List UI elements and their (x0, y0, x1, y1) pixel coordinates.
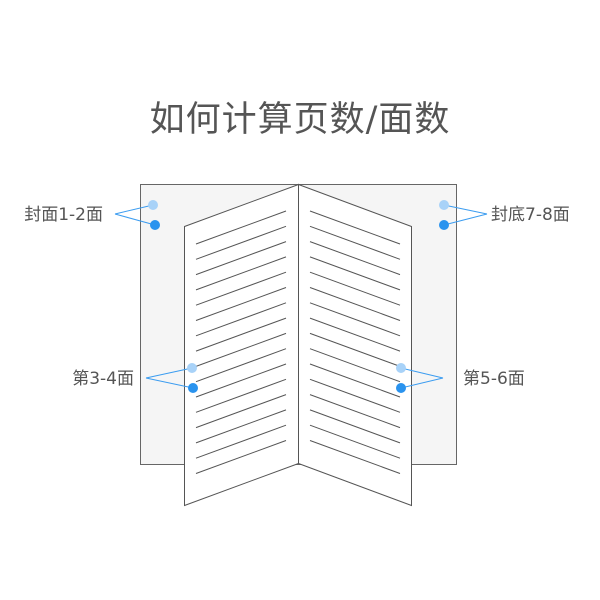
right-page-line (309, 271, 401, 306)
left-page-line (195, 302, 287, 337)
left-page-line (195, 317, 287, 352)
left-page (184, 183, 299, 507)
page-text-lines (195, 210, 401, 474)
left-page-line (195, 394, 287, 429)
left-page-line (195, 271, 287, 306)
right-page-line (309, 287, 401, 321)
left-page-line (195, 363, 287, 398)
dot-inner-right-dark (396, 383, 406, 393)
left-page-line (195, 348, 287, 383)
right-page (298, 183, 412, 507)
right-page-line (309, 225, 401, 260)
dot-inner-right-light (396, 363, 406, 373)
left-page-line (195, 332, 287, 367)
right-page-line (309, 256, 401, 291)
connector-cover-front (114, 204, 156, 226)
label-inner-right: 第5-6面 (463, 369, 525, 389)
right-page-line (309, 332, 401, 367)
label-cover-back: 封底7-8面 (491, 205, 570, 225)
page-title: 如何计算页数/面数 (149, 100, 451, 140)
right-page-line (309, 409, 401, 444)
right-page-line (309, 348, 401, 383)
left-page-line (195, 256, 287, 291)
dot-inner-left-light (187, 363, 197, 373)
dot-cover-back-light (439, 200, 449, 210)
left-page-line (195, 424, 287, 459)
label-cover-front: 封面1-2面 (24, 205, 103, 225)
left-page-line (195, 440, 287, 474)
right-page-line (309, 317, 401, 352)
right-page-line (309, 424, 401, 459)
right-page-line (309, 241, 401, 276)
left-page-line (195, 210, 287, 245)
right-page-line (309, 210, 401, 245)
left-page-line (195, 241, 287, 276)
right-page-line (309, 440, 401, 474)
right-page-line (309, 394, 401, 429)
dot-cover-front-dark (150, 220, 160, 230)
dot-cover-back-dark (439, 220, 449, 230)
label-inner-left: 第3-4面 (72, 369, 134, 389)
left-page-line (195, 287, 287, 321)
left-page-line (195, 225, 287, 260)
right-page-line (309, 302, 401, 337)
left-page-line (195, 409, 287, 444)
right-page-line (309, 378, 401, 413)
right-page-line (309, 363, 401, 398)
dot-cover-front-light (148, 200, 158, 210)
connector-inner-right (400, 367, 444, 389)
connector-inner-left (145, 367, 194, 389)
dot-inner-left-dark (188, 383, 198, 393)
connector-cover-back (443, 204, 488, 226)
left-page-line (195, 378, 287, 413)
